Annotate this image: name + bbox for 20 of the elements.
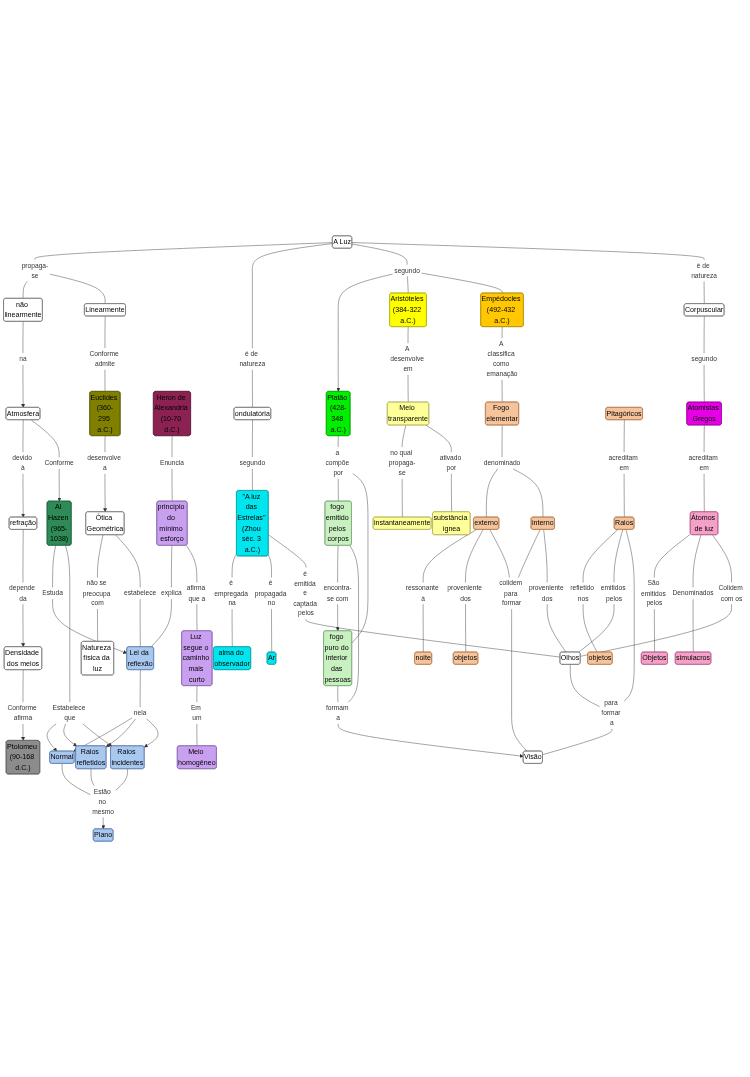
connector: [422, 604, 424, 653]
connector: [171, 435, 173, 458]
connector: [97, 608, 98, 642]
connector: [542, 728, 613, 755]
connector: [22, 321, 24, 354]
connector: [511, 608, 528, 752]
connector: [104, 435, 106, 453]
connector: [546, 604, 567, 653]
connector: [65, 545, 71, 703]
connector: [22, 529, 24, 583]
connector: [104, 369, 106, 392]
connector: [703, 281, 705, 305]
connector: [49, 273, 106, 305]
connector: [348, 545, 359, 703]
connector: [580, 604, 732, 657]
connector: [570, 664, 600, 707]
connector: [654, 608, 655, 653]
connector: [52, 545, 56, 588]
connector: [305, 618, 561, 658]
connector: [351, 473, 369, 644]
